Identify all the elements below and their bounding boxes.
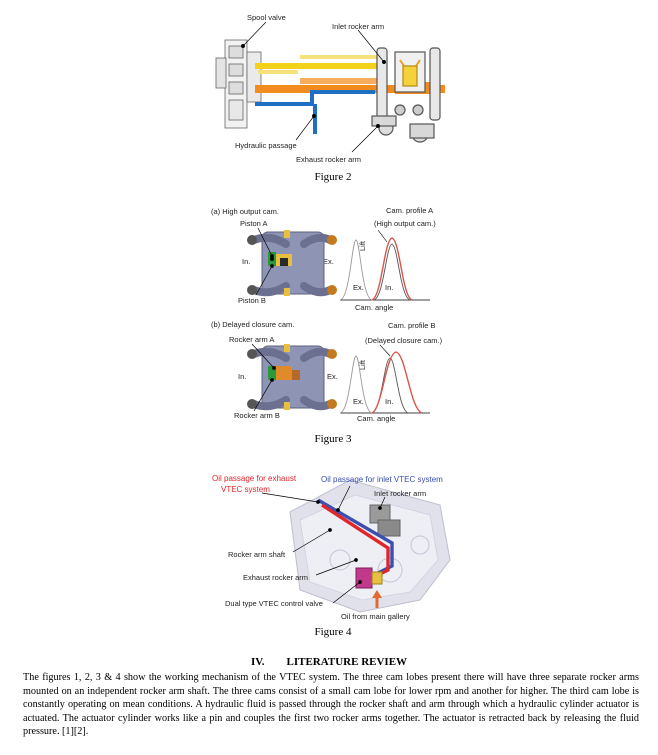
profile-b-subtitle: (Delayed closure cam.)	[365, 336, 443, 345]
figure-4-caption: Figure 4	[314, 626, 352, 638]
main-gallery-label: Oil from main gallery	[341, 612, 410, 621]
exhaust-rocker-arm-label-fig4: Exhaust rocker arm	[243, 573, 309, 582]
piston-b-label: Piston B	[238, 296, 266, 305]
oil-passage-inlet-label: Oil passage for inlet VTEC system	[321, 475, 443, 484]
control-valve-label: Dual type VTEC control valve	[225, 599, 323, 608]
section-title: LITERATURE REVIEW	[286, 656, 408, 668]
inlet-rocker-block	[369, 504, 401, 537]
oil-passage-exhaust-label-1: Oil passage for exhaust	[212, 474, 297, 483]
rocker-arm-a-label: Rocker arm A	[229, 335, 275, 344]
inlet-passage-path	[317, 498, 394, 578]
piston-a-label: Piston A	[240, 219, 268, 228]
oil-passage-exhaust-label-2: VTEC system	[221, 485, 270, 494]
section-heading: IV. LITERATURE REVIEW	[0, 656, 658, 668]
hydraulic-passage-line	[255, 90, 375, 134]
exhaust-rocker-arm-label: Exhaust rocker arm	[296, 155, 362, 164]
profile-b-ex: Ex.	[353, 397, 364, 406]
profile-b-in: In.	[385, 397, 394, 406]
inlet-rocker-arm-label-fig4: Inlet rocker arm	[374, 489, 427, 498]
figure-3a-illustration	[247, 227, 430, 301]
figure-4-illustration	[261, 479, 451, 613]
rocker-assembly-b	[247, 344, 337, 411]
profile-a-subtitle: (High output cam.)	[374, 219, 436, 228]
spool-valve-label: Spool valve	[247, 13, 286, 22]
main-gallery-arrow	[372, 590, 382, 608]
figure-3-caption: Figure 3	[314, 433, 352, 445]
rocker-arm-shaft-label: Rocker arm shaft	[228, 550, 286, 559]
panel-b-ex-label: Ex.	[327, 372, 338, 381]
profile-a-xlabel: Cam. angle	[355, 303, 394, 312]
panel-a-ex-label: Ex.	[323, 257, 334, 266]
figure-3b-illustration	[247, 343, 430, 414]
panel-a-in-label: In.	[242, 257, 251, 266]
profile-a-in: In.	[385, 283, 394, 292]
figure-2-caption: Figure 2	[314, 171, 352, 183]
section-paragraph: The figures 1, 2, 3 & 4 show the working…	[23, 672, 639, 738]
rocker-arms	[371, 47, 441, 143]
profile-b-title: Cam. profile B	[388, 321, 436, 330]
inlet-rocker-arm-label: Inlet rocker arm	[332, 22, 385, 31]
rocker-arm-b-label: Rocker arm B	[234, 411, 280, 420]
oil-passage-inlet	[317, 498, 394, 578]
panel-a-title: (a) High output cam.	[211, 207, 279, 216]
profile-b-xlabel: Cam. angle	[357, 414, 396, 423]
rocker-assembly-a	[247, 230, 337, 297]
cam-profile-b-chart	[339, 344, 430, 414]
profile-a-title: Cam. profile A	[386, 206, 434, 215]
section-number: IV.	[250, 656, 265, 668]
cylinder-head	[289, 479, 451, 613]
figure-2-illustration	[215, 21, 445, 153]
yellow-passage	[255, 55, 385, 74]
hydraulic-passage-label: Hydraulic passage	[235, 141, 297, 150]
profile-a-ex: Ex.	[353, 283, 364, 292]
panel-b-in-label: In.	[238, 372, 247, 381]
panel-b-title: (b) Delayed closure cam.	[211, 320, 295, 329]
cam-profile-a-chart	[339, 229, 430, 301]
